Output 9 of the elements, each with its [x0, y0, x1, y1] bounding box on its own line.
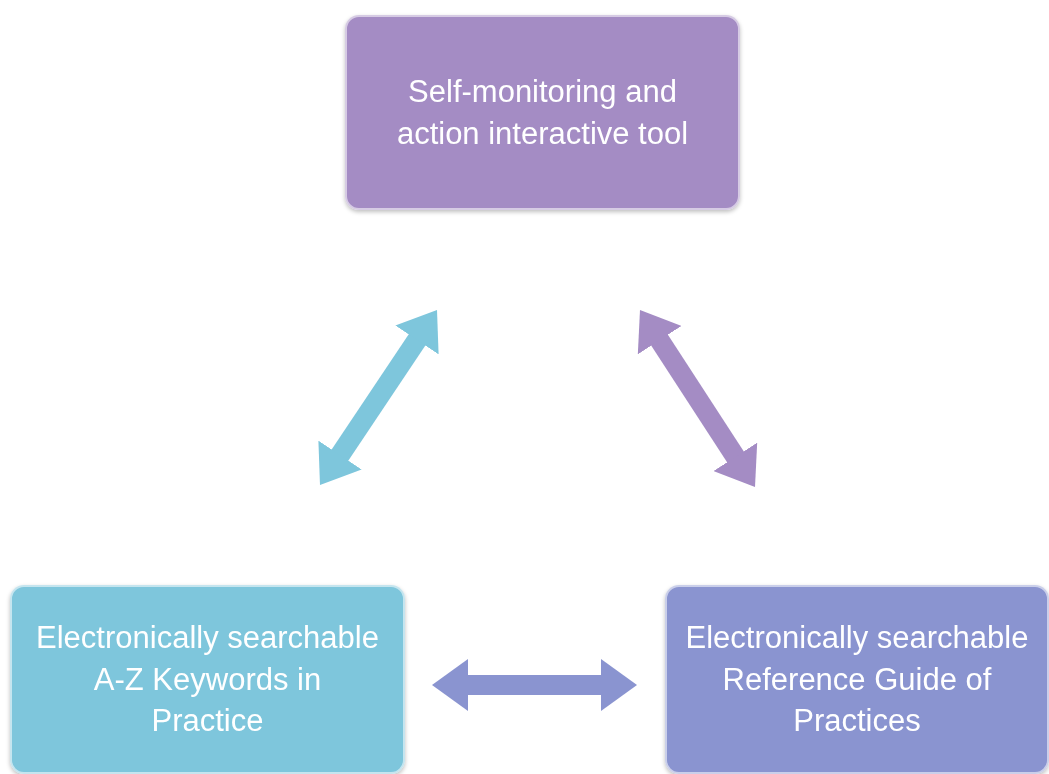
process-box: [665, 585, 1049, 774]
double-arrow: [637, 310, 758, 487]
double-arrow: [318, 310, 439, 485]
process-box: [345, 15, 740, 210]
process-box: [10, 585, 405, 774]
box-label: Electronically searchable Reference Guide of Practices: [684, 618, 1030, 741]
double-arrow: [432, 659, 637, 711]
box-label: Electronically searchable A-Z Keywords in Practice: [35, 618, 380, 741]
box-label: Self-monitoring and action interactive tool: [395, 72, 690, 153]
